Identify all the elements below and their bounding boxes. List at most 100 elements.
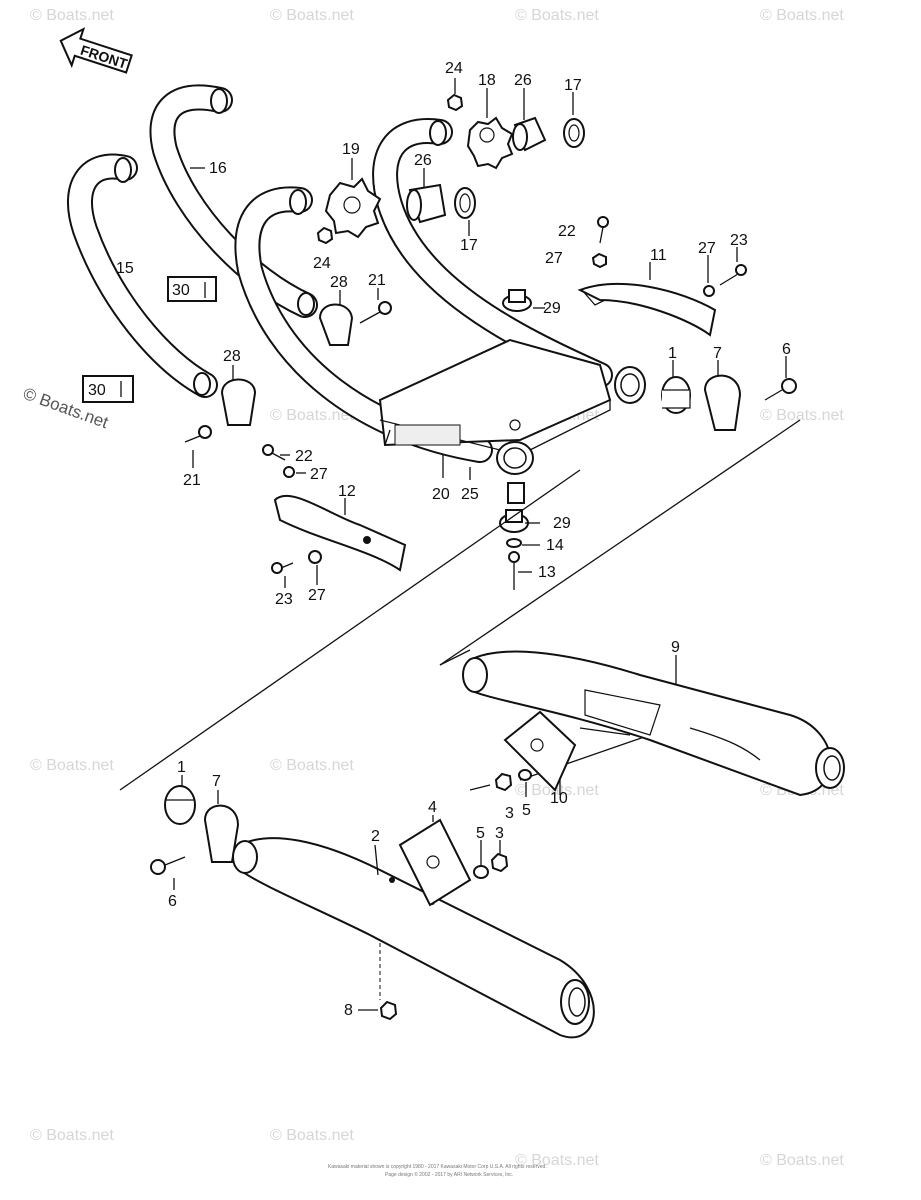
part-label: 27	[698, 240, 716, 257]
watermark: © Boats.net	[270, 407, 354, 424]
watermark-layer: © Boats.net © Boats.net © Boats.net © Bo…	[21, 7, 845, 1169]
watermark: © Boats.net	[270, 1127, 354, 1144]
flange-18	[466, 116, 514, 170]
bolt-6-right	[764, 378, 797, 401]
muffler-2	[232, 837, 595, 1039]
bolt-22-lower	[262, 444, 286, 461]
part-label: 6	[168, 893, 177, 910]
part-label: 27	[545, 250, 563, 267]
part-label: 10	[550, 790, 568, 807]
flange-19	[324, 177, 382, 239]
bolt-21-lower	[184, 425, 212, 443]
clamp-7-right	[703, 374, 742, 431]
part-label: 16	[209, 160, 227, 177]
collar-1-right	[661, 376, 691, 414]
watermark: © Boats.net	[270, 7, 354, 24]
part-30-box-upper: 30	[167, 276, 217, 302]
footer-page-design: Page design © 2002 - 2017 by ARI Network…	[385, 1171, 513, 1178]
part-label: 11	[650, 247, 667, 264]
clamp-28-lower	[220, 378, 257, 426]
watermark: © Boats.net	[760, 1152, 844, 1169]
exhaust-pipe-15	[67, 153, 218, 398]
bracket-10	[503, 710, 577, 792]
part-label: 26	[514, 72, 532, 89]
part-label: 5	[522, 802, 531, 819]
part-label: 9	[671, 639, 680, 656]
nut-27-upper	[591, 252, 607, 269]
boxed-label: 30	[172, 282, 190, 299]
part-label: 28	[330, 274, 348, 291]
exhaust-collector	[378, 338, 646, 475]
part-label: 21	[368, 272, 386, 289]
footer-copyright: Kawasaki material shown is copyright 198…	[328, 1164, 547, 1170]
nut-3-upper	[494, 772, 513, 792]
gasket-17-upper	[563, 118, 585, 148]
part-label: 1	[177, 759, 186, 776]
watermark: © Boats.net	[30, 1127, 114, 1144]
part-label: 27	[308, 587, 326, 604]
bolt-22-upper	[597, 216, 609, 244]
part-label: 3	[505, 805, 514, 822]
boxed-label: 30	[88, 382, 106, 399]
watermark: © Boats.net	[760, 7, 844, 24]
bracket-4	[398, 818, 472, 907]
watermark: © Boats.net	[515, 1152, 599, 1169]
bolt-6-lower	[150, 856, 186, 875]
part-label: 23	[730, 232, 748, 249]
part-label: 20	[432, 486, 450, 503]
collar-26-lower	[406, 183, 447, 224]
clamp-28-upper	[318, 303, 354, 346]
watermark: © Boats.net	[30, 7, 114, 24]
part-label: 7	[713, 345, 722, 362]
label-leaders	[173, 78, 787, 1011]
part-label: 1	[668, 345, 677, 362]
watermark: © Boats.net	[760, 407, 844, 424]
part-label: 13	[538, 564, 556, 581]
gasket-17-lower	[454, 187, 476, 219]
part-label: 12	[338, 483, 356, 500]
rubber-mount-29-lower	[499, 509, 529, 533]
part-label: 17	[460, 237, 478, 254]
part-label: 14	[546, 537, 564, 554]
exhaust-pipe-rear-right	[372, 118, 613, 388]
part-label: 18	[478, 72, 496, 89]
part-label: 23	[275, 591, 293, 608]
part-label: 3	[495, 825, 504, 842]
part-label: 7	[212, 773, 221, 790]
part-label: 26	[414, 152, 432, 169]
watermark: © Boats.net	[30, 757, 114, 774]
part-label: 19	[342, 141, 360, 158]
bolt-23-lower	[271, 562, 294, 574]
muffler-9	[462, 650, 845, 797]
nut-8	[379, 1000, 398, 1021]
nut-24-lower	[316, 226, 334, 245]
collar-1-lower	[164, 785, 196, 825]
part-30-box-lower: 30	[82, 375, 134, 403]
nut-27-right	[703, 285, 715, 297]
watermark: © Boats.net	[270, 757, 354, 774]
part-label: 8	[344, 1002, 353, 1019]
part-label: 25	[461, 486, 479, 503]
watermark: © Boats.net	[515, 7, 599, 24]
collar-26-upper	[512, 116, 547, 152]
nut-27-lower	[283, 466, 295, 478]
part-label: 4	[428, 799, 437, 816]
bolt-13	[508, 551, 520, 590]
part-label: 17	[564, 77, 582, 94]
washer-5-upper	[518, 769, 532, 781]
nut-27-bottom	[308, 550, 322, 564]
heat-guard-12	[273, 494, 407, 572]
nut-24-upper	[446, 93, 464, 112]
part-label: 22	[295, 448, 313, 465]
part-label: 24	[313, 255, 331, 272]
heat-guard-11	[577, 282, 717, 337]
part-label: 2	[371, 828, 380, 845]
part-label: 24	[445, 60, 463, 77]
washer-5-lower	[473, 865, 489, 879]
part-label: 15	[116, 260, 134, 277]
part-label: 27	[310, 466, 328, 483]
part-labels: 24 18 26 17 16 19 26 17 15 22 27 11 23 2…	[116, 60, 791, 1019]
rubber-mount-29-upper	[502, 289, 532, 312]
bolt-21-upper	[359, 301, 392, 324]
